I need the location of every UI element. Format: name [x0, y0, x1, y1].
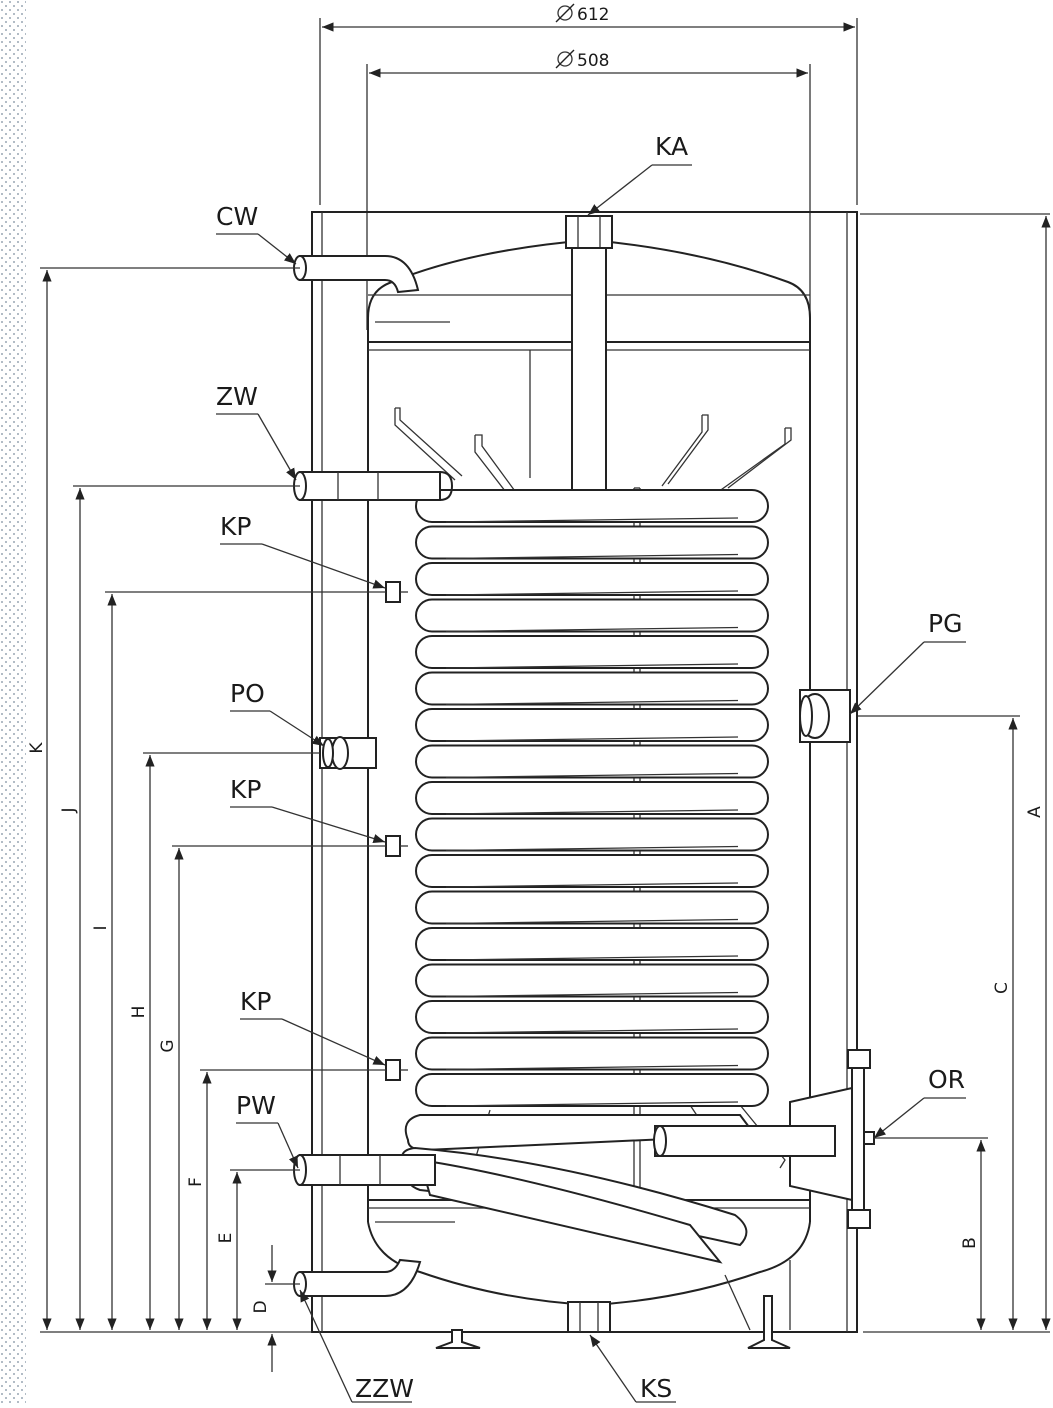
- coil-bottom-turns: [400, 1114, 757, 1264]
- callout-kp-lower: KP: [240, 987, 386, 1066]
- coil-turn-pitch: [445, 845, 739, 852]
- svg-text:PG: PG: [928, 609, 962, 638]
- coil-turn-pitch: [445, 1101, 739, 1107]
- diameter-dimensions: 612 508: [319, 3, 858, 330]
- coil-turn: [415, 708, 769, 742]
- coil-turn: [415, 598, 769, 633]
- right-height-dimensions: A C B: [858, 213, 1051, 1330]
- dim-j: J: [59, 807, 79, 813]
- svg-text:508: 508: [577, 51, 609, 71]
- tank-feet: [435, 1295, 791, 1349]
- coil-turn: [415, 963, 769, 998]
- coil-turn-pitch: [445, 736, 739, 742]
- callout-zw: ZW: [216, 382, 297, 481]
- coil-turn-pitch: [445, 991, 739, 998]
- coil-turn: [415, 525, 769, 560]
- callouts: KA CW ZW KP PO KP KP: [216, 132, 966, 1403]
- svg-text:CW: CW: [216, 202, 258, 231]
- svg-text:PO: PO: [230, 679, 265, 708]
- po-connection: [319, 736, 377, 770]
- coil-turn-pitch: [445, 955, 739, 961]
- svg-text:KS: KS: [640, 1374, 672, 1403]
- svg-text:612: 612: [577, 5, 609, 25]
- coil-turn: [415, 927, 769, 961]
- svg-text:KP: KP: [230, 775, 261, 804]
- callout-pw: PW: [236, 1091, 299, 1169]
- coil-turn: [415, 1073, 769, 1107]
- callout-pg: PG: [849, 609, 966, 715]
- pg-connection: [799, 689, 851, 743]
- callout-or: OR: [873, 1065, 966, 1139]
- coil-turn-pitch: [445, 882, 739, 888]
- svg-text:KP: KP: [240, 987, 271, 1016]
- svg-text:ZW: ZW: [216, 382, 258, 411]
- pw-connection: [293, 1154, 436, 1186]
- coil-turn: [415, 781, 769, 815]
- heating-coil: [415, 489, 769, 1107]
- callout-po: PO: [230, 679, 325, 747]
- callout-cw: CW: [216, 202, 297, 265]
- callout-kp-middle: KP: [230, 775, 386, 844]
- dotted-frame-strip: [0, 0, 26, 1404]
- inner-diameter-label: 508: [555, 49, 609, 71]
- coil-turn: [415, 562, 769, 596]
- svg-text:KP: KP: [220, 512, 251, 541]
- dim-g: G: [158, 1039, 178, 1052]
- coil-turn: [415, 671, 769, 706]
- or-flange: [653, 1049, 875, 1229]
- svg-text:ZZW: ZZW: [355, 1374, 414, 1403]
- dim-f: F: [186, 1177, 206, 1187]
- coil-turn-pitch: [445, 809, 739, 815]
- coil-turn: [415, 744, 769, 779]
- coil-supports: [394, 407, 792, 1176]
- outer-diameter-label: 612: [555, 3, 609, 25]
- coil-turn: [415, 489, 769, 523]
- coil-turn-pitch: [445, 663, 739, 669]
- dim-b: B: [960, 1237, 980, 1249]
- dim-h: H: [129, 1006, 149, 1019]
- coil-turn: [415, 890, 769, 925]
- coil-turn-pitch: [445, 626, 739, 633]
- coil-turn: [415, 817, 769, 852]
- bottom-drain: [567, 1301, 611, 1333]
- zw-connection: [293, 471, 454, 501]
- coil-turn-pitch: [445, 517, 739, 523]
- dim-i: I: [91, 925, 111, 930]
- svg-text:KA: KA: [655, 132, 688, 161]
- dim-k: K: [27, 742, 47, 754]
- svg-text:PW: PW: [236, 1091, 276, 1120]
- coil-turn-pitch: [445, 699, 739, 706]
- anode-fitting: [565, 215, 641, 1206]
- callout-zzw: ZZW: [299, 1289, 414, 1403]
- coil-turn-pitch: [445, 1064, 739, 1071]
- dim-e: E: [216, 1233, 236, 1244]
- left-height-dimensions: K J I H G F E D: [27, 267, 386, 1372]
- dim-a: A: [1025, 806, 1045, 818]
- coil-turn-pitch: [445, 553, 739, 560]
- coil-turn-pitch: [445, 1028, 739, 1034]
- dim-d: D: [251, 1300, 271, 1313]
- coil-turn: [415, 1000, 769, 1034]
- callout-ks: KS: [589, 1334, 676, 1403]
- dim-c: C: [992, 982, 1012, 994]
- callout-kp-upper: KP: [220, 512, 386, 589]
- coil-turn: [415, 854, 769, 888]
- callout-ka: KA: [587, 132, 692, 216]
- coil-turn: [415, 635, 769, 669]
- coil-turn-pitch: [445, 918, 739, 925]
- coil-turn-pitch: [445, 590, 739, 596]
- kp-sensor-sockets: [385, 581, 408, 1081]
- coil-turn: [415, 1036, 769, 1071]
- svg-text:OR: OR: [928, 1065, 965, 1094]
- coil-turn-pitch: [445, 772, 739, 779]
